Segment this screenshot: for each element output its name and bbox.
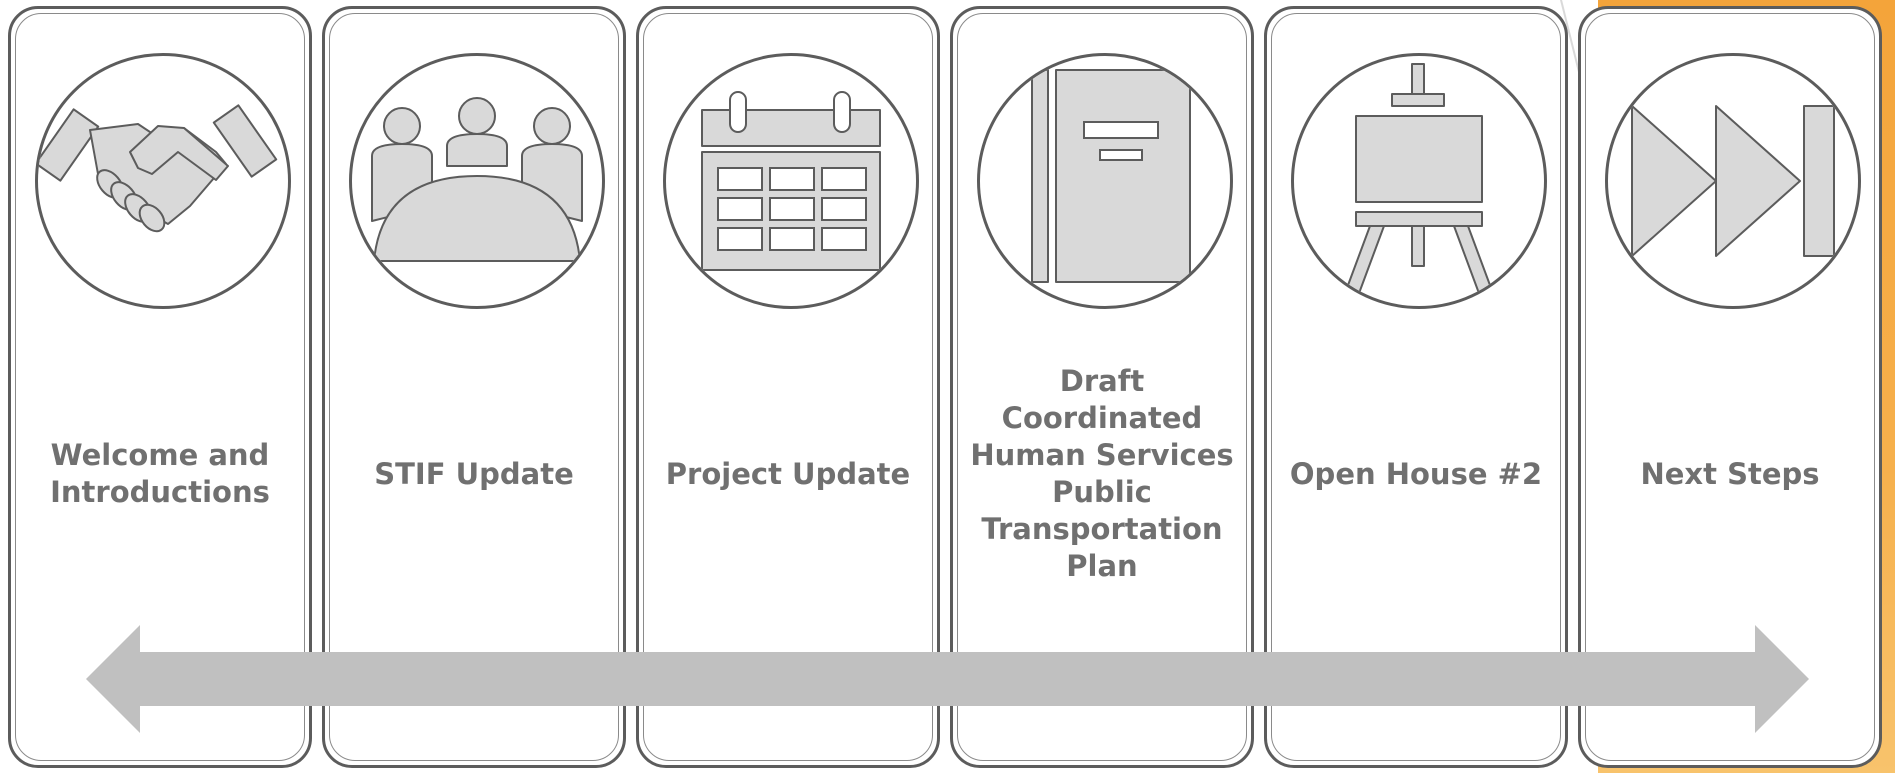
handshake-icon [38,104,278,233]
fast-forward-end-icon [1631,105,1835,257]
step-label: Project Update [665,456,911,491]
step-card-welcome: Welcome and Introductions [8,6,312,768]
card-inner-border [643,13,933,761]
step-label: Welcome and Introductions [50,438,270,509]
step-label: Next Steps [1640,456,1820,491]
document-binder-icon [1031,69,1191,283]
step-card-draft-plan: Draft Coordinated Human Services Public … [950,6,1254,768]
icon-circle [977,53,1233,309]
meeting-table-icon [371,97,583,262]
step-label: Draft Coordinated Human Services Public … [970,364,1234,583]
step-card-stif-update: STIF Update [322,6,626,768]
card-inner-border [957,13,1247,761]
calendar-icon [701,91,881,271]
step-card-open-house: Open House #2 [1264,6,1568,768]
card-inner-border [15,13,305,761]
step-label: STIF Update [374,456,574,491]
icon-circle [349,53,605,309]
easel-icon [1343,63,1495,297]
icon-circle [1291,53,1547,309]
step-label: Open House #2 [1289,456,1543,491]
card-inner-border [1585,13,1875,761]
icon-circle [35,53,291,309]
card-inner-border [329,13,619,761]
step-card-project-update: Project Update [636,6,940,768]
icon-circle [1605,53,1861,309]
icon-circle [663,53,919,309]
card-inner-border [1271,13,1561,761]
step-card-next-steps: Next Steps [1578,6,1882,768]
